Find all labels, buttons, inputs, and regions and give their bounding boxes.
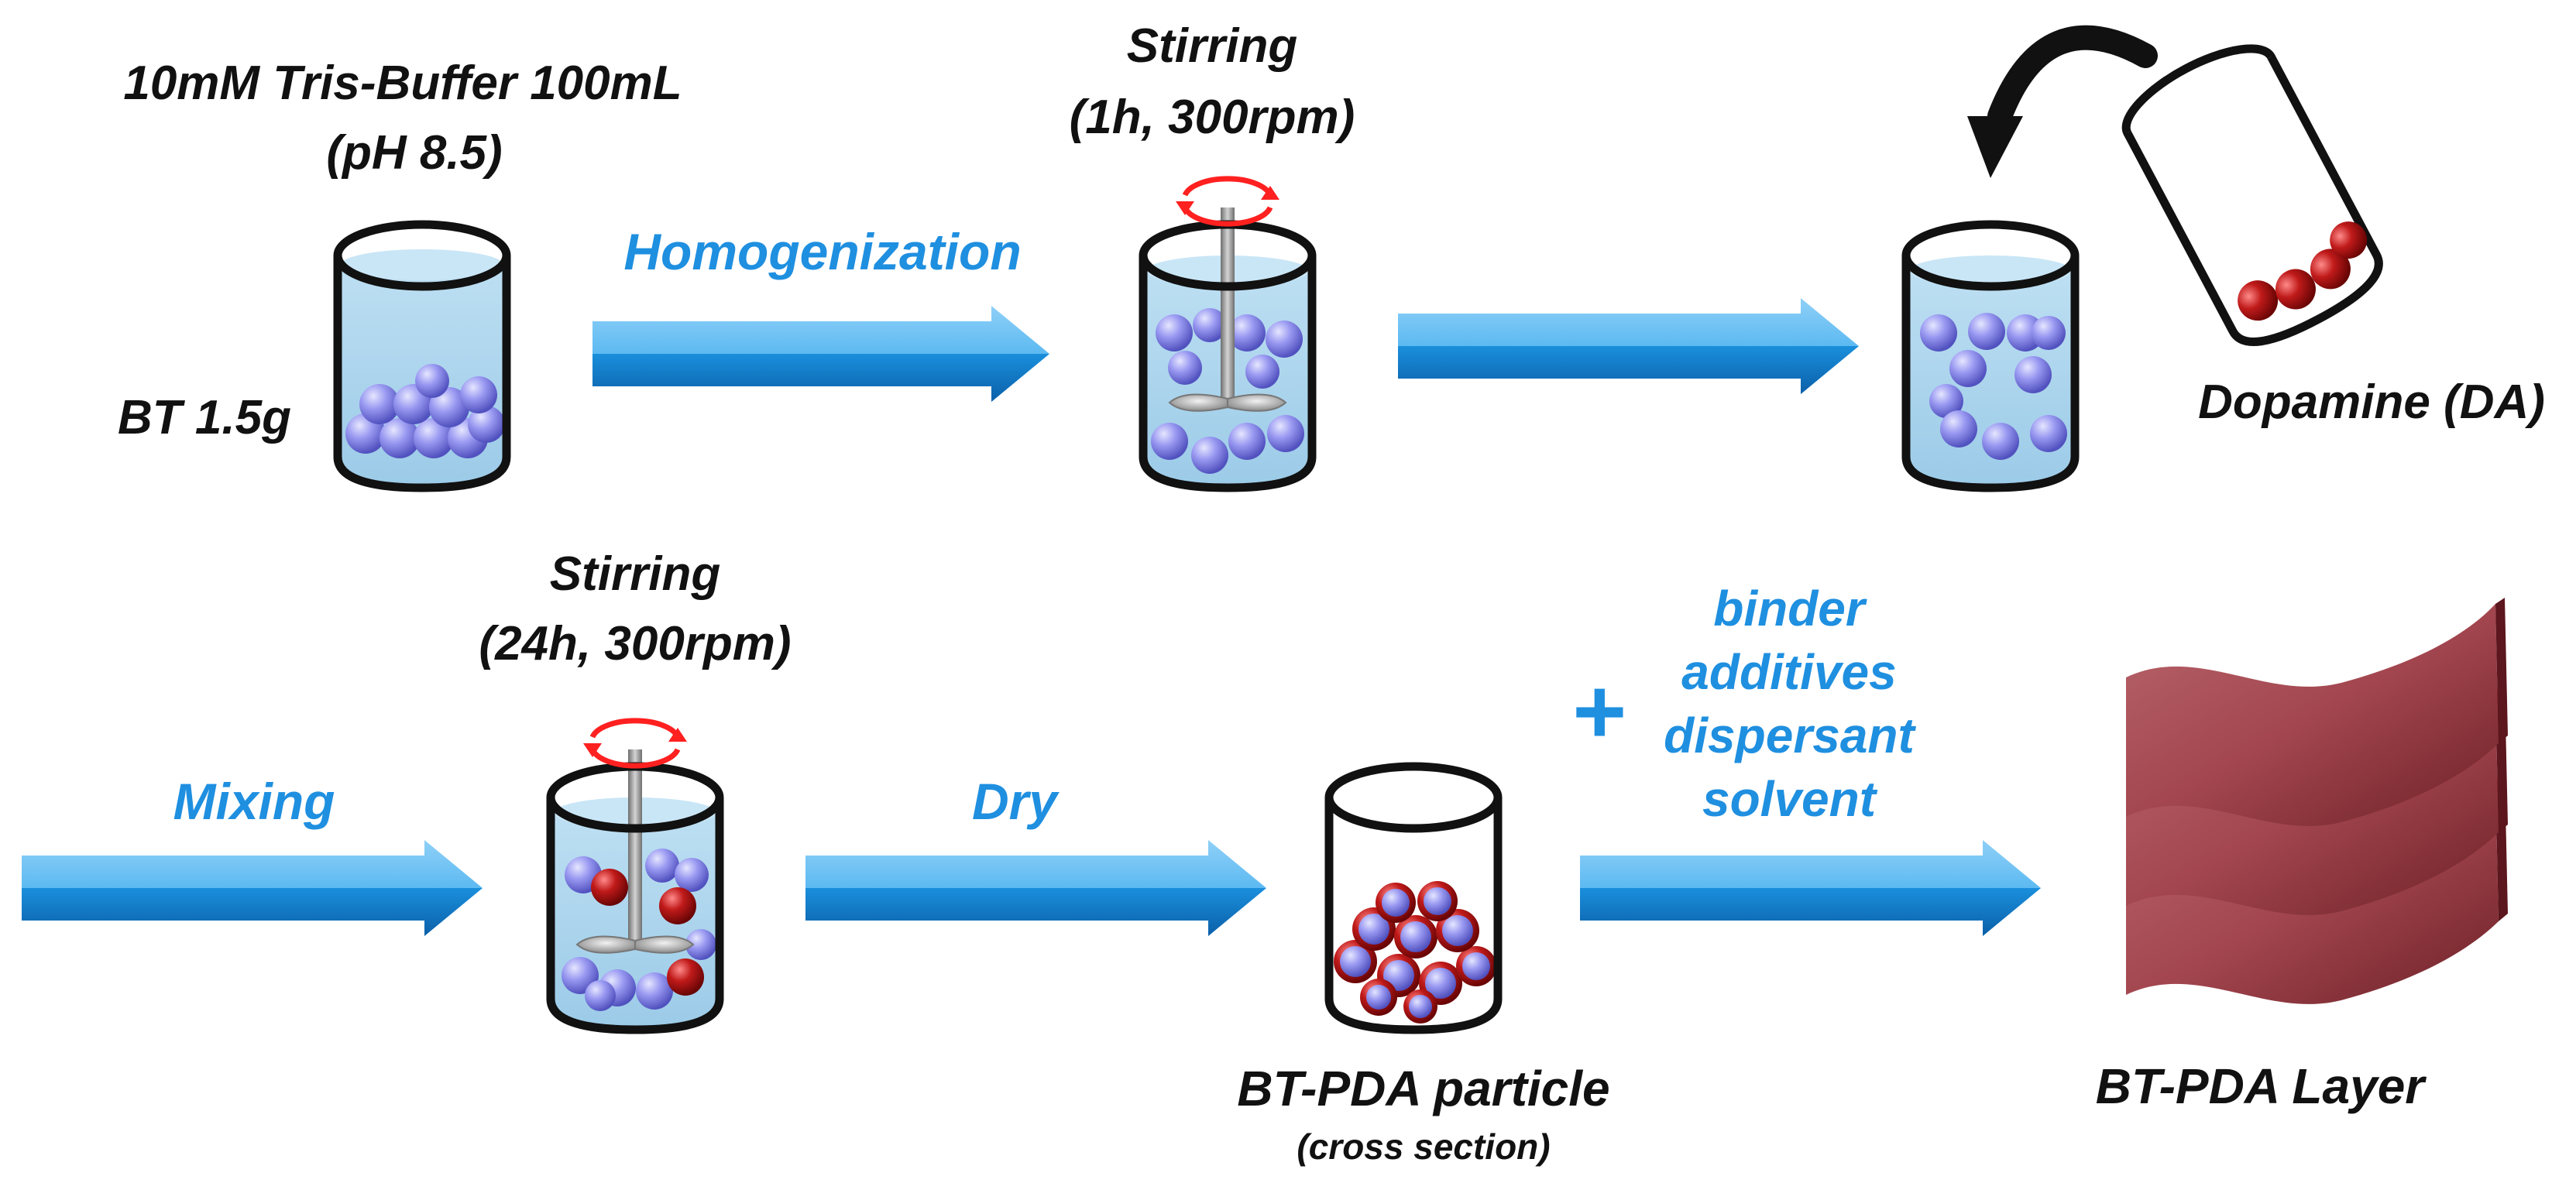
bt-pda-particles (1334, 881, 1496, 1024)
tilted-vial-icon (2121, 44, 2383, 346)
cross-section-note: (cross section) (1297, 1126, 1550, 1167)
stirring-title-1: Stirring (1127, 19, 1297, 73)
layer-stack-icon (2126, 598, 2508, 1004)
addition-dispersant: dispersant (1664, 708, 1916, 763)
mixed-particles (562, 849, 716, 1011)
bt-amount-label: BT 1.5g (118, 391, 291, 444)
beaker-icon (1901, 220, 2080, 492)
stirring-title-2: Stirring (550, 547, 720, 601)
buffer-title: 10mM Tris-Buffer 100mL (123, 57, 682, 110)
process-arrow-icon (592, 306, 1049, 402)
bt-pda-layer-label: BT-PDA Layer (2096, 1058, 2427, 1114)
beaker-icon (546, 718, 724, 1034)
process-arrow-icon (1580, 840, 2041, 936)
bt-pda-particle-label: BT-PDA particle (1237, 1061, 1609, 1116)
layer-sheet (2126, 598, 2508, 826)
process-arrow-icon (22, 840, 483, 936)
addition-additives: additives (1681, 644, 1896, 700)
homogenization-label: Homogenization (623, 223, 1021, 280)
rotation-arrow-icon (583, 718, 687, 769)
bt-particles (345, 364, 505, 458)
plus-sign: + (1571, 660, 1625, 763)
pour-arrow-icon (1967, 25, 2158, 178)
process-arrow-icon (1398, 298, 1859, 394)
mixing-label: Mixing (173, 773, 335, 830)
addition-solvent: solvent (1702, 771, 1878, 827)
stirring-params-1: (1h, 300rpm) (1070, 91, 1355, 144)
stirrer-icon (1168, 207, 1287, 412)
buffer-ph: (pH 8.5) (326, 126, 502, 180)
stirrer-icon (575, 749, 695, 954)
bt-particles (1151, 308, 1304, 474)
process-arrow-icon (805, 840, 1266, 936)
beaker-icon (333, 220, 511, 492)
beaker-icon (1139, 176, 1317, 492)
stirring-params-2: (24h, 300rpm) (479, 617, 791, 670)
addition-binder: binder (1713, 581, 1867, 636)
da-particles (2238, 221, 2368, 321)
bt-particles (1920, 313, 2067, 460)
dry-label: Dry (972, 773, 1060, 830)
rotation-arrow-icon (1176, 176, 1279, 227)
beaker-icon (1324, 762, 1503, 1034)
dopamine-label: Dopamine (DA) (2198, 375, 2545, 429)
